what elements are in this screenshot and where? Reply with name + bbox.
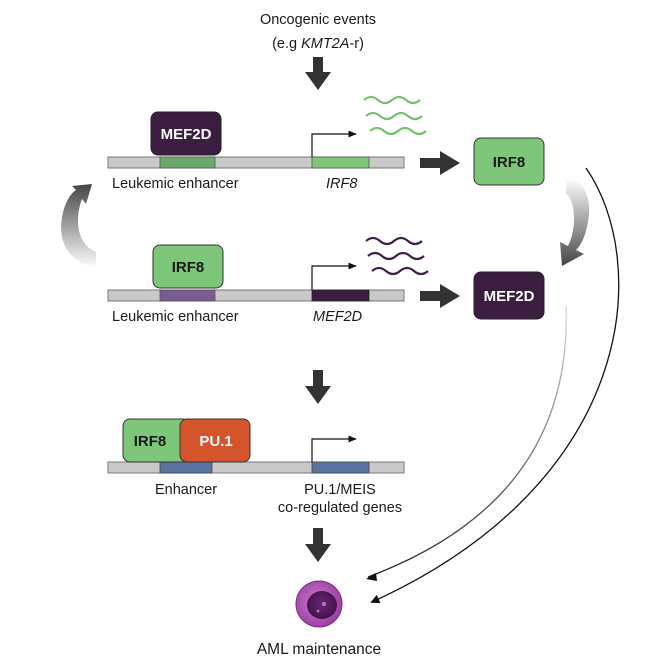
row3-gene-label-line1: PU.1/MEIS — [304, 482, 376, 498]
dna-strand-3 — [107, 461, 405, 474]
enhancer-site-3 — [159, 461, 213, 474]
row1-enhancer-label: Leukemic enhancer — [112, 176, 239, 192]
mef2d-bound-label: MEF2D — [161, 126, 212, 143]
row2-gene-label: MEF2D — [313, 309, 362, 325]
row3-enhancer-label: Enhancer — [155, 482, 217, 498]
down-arrow-1 — [305, 57, 331, 90]
enhancer-site-2 — [159, 289, 216, 302]
dna-strand-1 — [107, 156, 405, 169]
irf8-gene-site — [311, 156, 370, 169]
aml-cell-icon — [295, 580, 343, 628]
down-arrow-2 — [305, 370, 331, 404]
pu1-box — [179, 418, 251, 463]
header-line2: (e.g KMT2A-r) — [272, 36, 364, 52]
mef2d-mrna-icon — [365, 236, 429, 276]
irf8-mrna-icon — [363, 95, 427, 136]
pu1-label: PU.1 — [199, 433, 232, 450]
dna-strand-2 — [107, 289, 405, 302]
irf8-to-aml-arrow — [370, 167, 620, 604]
tss-arrow-3 — [311, 435, 357, 462]
irf8-bound-label: IRF8 — [172, 259, 205, 276]
irf8-product-box — [473, 137, 545, 186]
row2-enhancer-label: Leukemic enhancer — [112, 309, 239, 325]
irf8-bound-box — [152, 244, 224, 289]
mef2d-bound-box — [150, 111, 222, 156]
header-line1: Oncogenic events — [260, 12, 376, 28]
mef2d-product-box — [473, 271, 545, 320]
row1-gene-label: IRF8 — [326, 176, 357, 192]
tss-arrow-1 — [311, 130, 357, 157]
mef2d-gene-site — [311, 289, 370, 302]
down-arrow-3 — [305, 528, 331, 562]
irf8-product-label: IRF8 — [493, 154, 526, 171]
row1-locus: MEF2D Leukemic enhancer IRF8 — [107, 95, 427, 192]
feedback-loop-right-arrow — [560, 178, 590, 266]
outcome-label: AML maintenance — [257, 641, 381, 658]
mef2d-to-aml-arrow-line — [367, 305, 567, 578]
mef2d-product-label: MEF2D — [484, 288, 535, 305]
row2-locus: IRF8 Leukemic enhancer MEF2D — [107, 236, 429, 325]
right-arrow-1 — [420, 151, 460, 175]
feedback-loop-left-arrow — [61, 184, 96, 268]
tss-arrow-2 — [311, 262, 357, 290]
enhancer-site-1 — [159, 156, 216, 169]
irf8-cofactor-label: IRF8 — [134, 433, 167, 450]
mef2d-to-aml-arrowhead — [366, 573, 377, 581]
target-gene-site — [311, 461, 370, 474]
right-arrow-2 — [420, 284, 460, 308]
row3-locus: IRF8 PU.1 Enhancer PU.1/MEIS co-regulate… — [107, 418, 405, 516]
row3-gene-label-line2: co-regulated genes — [278, 500, 402, 516]
